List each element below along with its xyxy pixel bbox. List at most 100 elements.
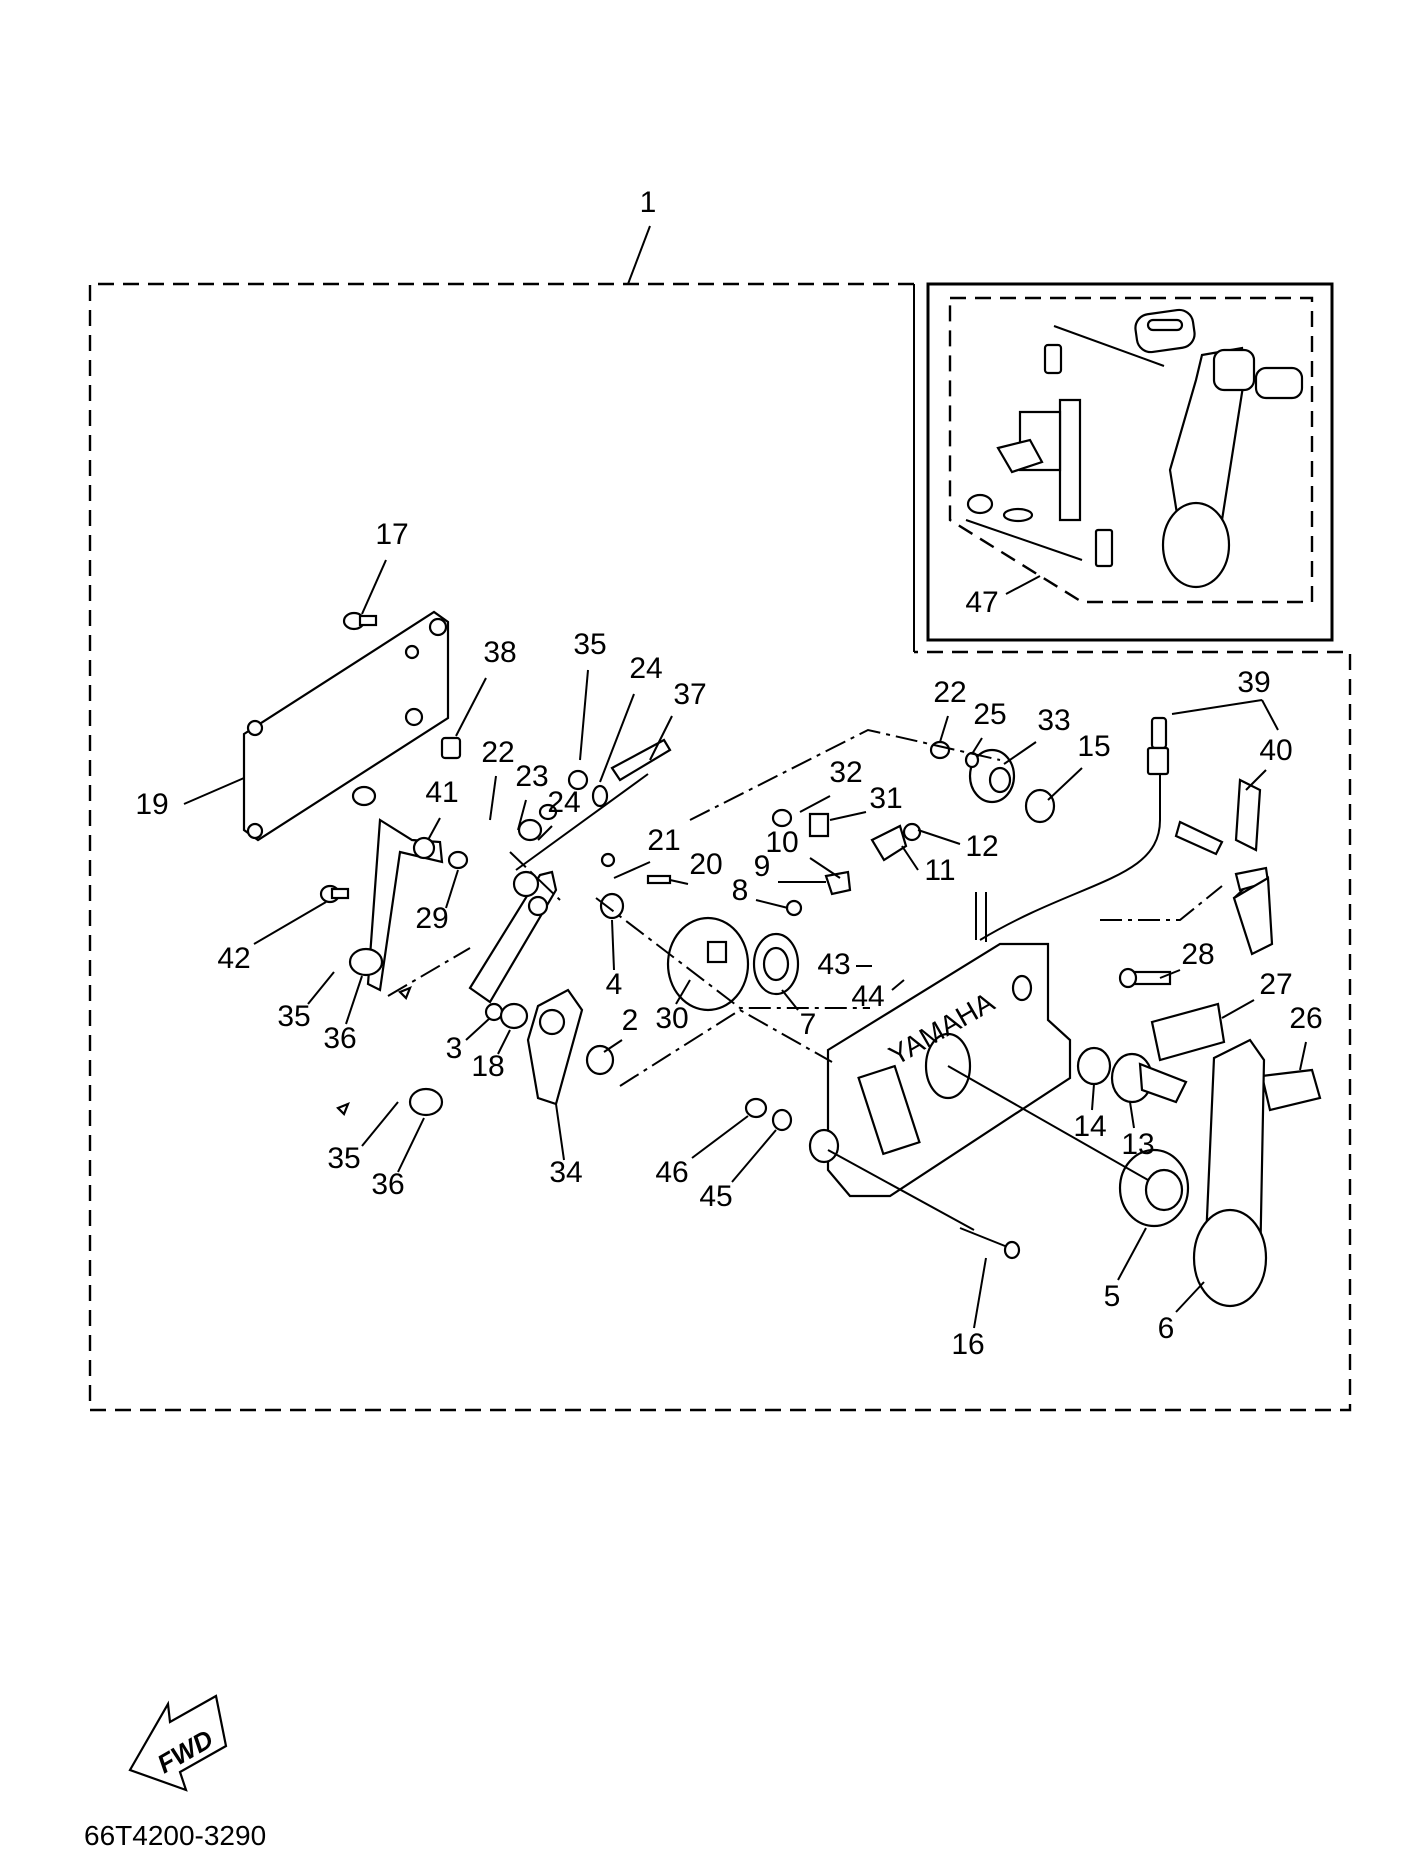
callout-46: 46 — [655, 1115, 749, 1189]
callout-37: 37 — [649, 678, 707, 761]
svg-text:15: 15 — [1077, 730, 1110, 763]
svg-text:11: 11 — [924, 854, 955, 887]
callout-30: 30 — [655, 979, 691, 1035]
callout-assembly: 1 — [627, 186, 657, 285]
callout-7: 7 — [781, 989, 817, 1041]
svg-text:1: 1 — [640, 186, 657, 219]
callout-45: 45 — [699, 1129, 777, 1213]
callout-29: 29 — [415, 869, 459, 935]
callout-35a: 35 — [573, 628, 607, 761]
svg-text:31: 31 — [869, 782, 902, 815]
callout-44: 44 — [851, 979, 905, 1013]
svg-text:4: 4 — [606, 968, 623, 1001]
callout-36b: 36 — [371, 1117, 425, 1201]
callout-18: 18 — [471, 1029, 511, 1083]
svg-text:35: 35 — [277, 1000, 310, 1033]
callout-13: 13 — [1121, 1101, 1155, 1161]
assembly-frame — [88, 282, 1352, 1412]
svg-text:9: 9 — [754, 850, 771, 883]
callout-4: 4 — [606, 919, 623, 1001]
callout-22a: 22 — [481, 736, 515, 821]
svg-text:35: 35 — [327, 1142, 360, 1175]
washer-7 — [752, 932, 800, 996]
callout-24a: 24 — [599, 652, 663, 783]
callout-16: 16 — [951, 1257, 987, 1361]
callout-27: 27 — [1221, 968, 1293, 1019]
callout-25: 25 — [971, 698, 1007, 755]
svg-text:21: 21 — [647, 824, 680, 857]
link-lever — [468, 738, 672, 1004]
callout-28: 28 — [1159, 938, 1215, 979]
svg-text:30: 30 — [655, 1002, 688, 1035]
callout-8: 8 — [732, 874, 789, 909]
callout-41: 41 — [425, 776, 459, 841]
callout-35b: 35 — [277, 971, 335, 1033]
svg-text:45: 45 — [699, 1180, 732, 1213]
washer-2 — [585, 1044, 615, 1076]
callout-39: 39 — [1171, 666, 1279, 731]
svg-text:40: 40 — [1259, 734, 1292, 767]
cam-30 — [599, 852, 750, 1012]
callout-33: 33 — [1003, 704, 1071, 765]
callout-36a: 36 — [323, 975, 363, 1055]
callout-23: 23 — [515, 760, 549, 831]
svg-text:27: 27 — [1259, 968, 1292, 1001]
svg-text:3: 3 — [446, 1032, 463, 1065]
svg-text:32: 32 — [829, 756, 862, 789]
svg-text:39: 39 — [1237, 666, 1270, 699]
callout-15: 15 — [1047, 730, 1111, 801]
svg-text:24: 24 — [629, 652, 662, 685]
callout-38: 38 — [455, 636, 517, 737]
callout-31: 31 — [829, 782, 903, 821]
bolt-17 — [342, 611, 378, 631]
svg-text:34: 34 — [549, 1156, 582, 1189]
callout-43: 43 — [817, 948, 872, 981]
leader-lines — [387, 728, 1223, 1231]
svg-text:28: 28 — [1181, 938, 1214, 971]
svg-text:12: 12 — [965, 830, 998, 863]
callout-26: 26 — [1289, 1002, 1323, 1071]
svg-text:19: 19 — [135, 788, 168, 821]
svg-text:37: 37 — [673, 678, 706, 711]
svg-text:17: 17 — [375, 518, 408, 551]
svg-text:29: 29 — [415, 902, 448, 935]
callout-42: 42 — [217, 901, 327, 975]
callout-9: 9 — [754, 850, 826, 883]
svg-text:47: 47 — [965, 586, 998, 619]
diagram-code: 66T4200-3290 — [84, 1820, 266, 1851]
callout-22b: 22 — [933, 676, 967, 743]
bracket-41 — [351, 785, 444, 992]
callout-47: 47 — [965, 575, 1041, 619]
svg-text:5: 5 — [1104, 1280, 1121, 1313]
svg-text:14: 14 — [1073, 1110, 1106, 1143]
svg-text:18: 18 — [471, 1050, 504, 1083]
svg-text:41: 41 — [425, 776, 458, 809]
callout-17: 17 — [361, 518, 409, 615]
callout-34: 34 — [549, 1103, 583, 1189]
svg-text:44: 44 — [851, 980, 884, 1013]
callout-35c: 35 — [327, 1101, 399, 1175]
clip-38 — [440, 736, 462, 760]
svg-text:16: 16 — [951, 1328, 984, 1361]
callout-19: 19 — [135, 777, 245, 821]
svg-text:36: 36 — [323, 1022, 356, 1055]
callout-10: 10 — [765, 826, 841, 879]
callout-32: 32 — [799, 756, 863, 813]
svg-text:35: 35 — [573, 628, 606, 661]
svg-text:22: 22 — [481, 736, 514, 769]
callout-20: 20 — [669, 848, 723, 885]
small-parts-left — [319, 769, 609, 1117]
inset-parts — [965, 308, 1304, 589]
svg-text:10: 10 — [765, 826, 798, 859]
svg-text:25: 25 — [973, 698, 1006, 731]
knob-33 — [929, 740, 1056, 824]
cable-39-40 — [979, 716, 1262, 941]
callout-12: 12 — [917, 829, 999, 863]
svg-text:6: 6 — [1158, 1312, 1175, 1345]
svg-text:38: 38 — [483, 636, 516, 669]
lever-shaft-26-28 — [1118, 866, 1322, 1308]
svg-text:24: 24 — [547, 786, 580, 819]
svg-text:36: 36 — [371, 1168, 404, 1201]
callout-14: 14 — [1073, 1083, 1107, 1143]
svg-text:7: 7 — [800, 1008, 817, 1041]
